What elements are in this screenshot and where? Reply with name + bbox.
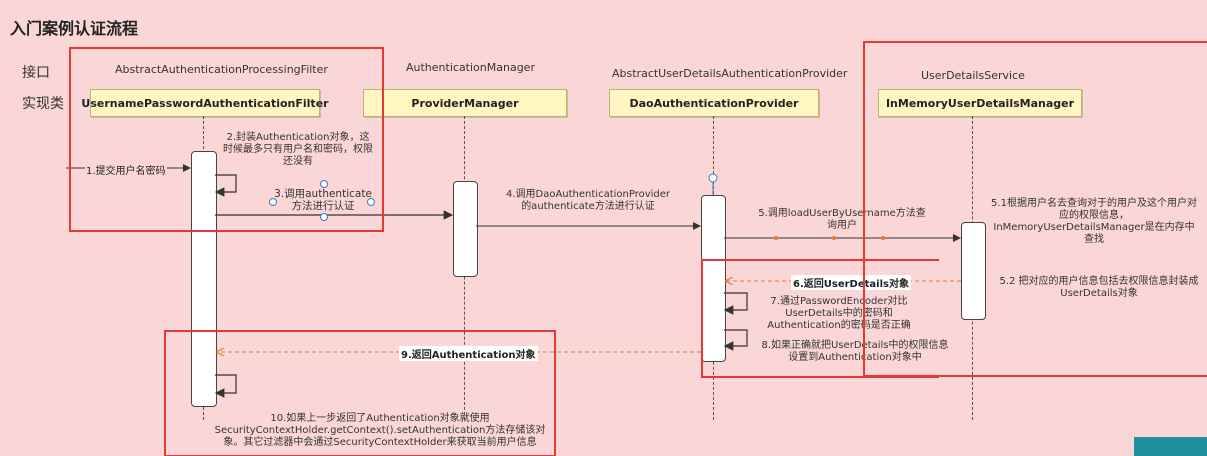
message-5-label: 5.调用loadUserByUsername方法查询用户	[758, 208, 926, 231]
message-1-label: 1.提交用户名密码	[85, 162, 167, 177]
message-4-label: 4.调用DaoAuthenticationProvider的authentica…	[505, 189, 671, 212]
activation-filter	[191, 151, 217, 407]
selection-handle[interactable]	[320, 180, 328, 188]
interface-authentication-manager: AuthenticationManager	[406, 61, 535, 74]
page-title: 入门案例认证流程	[10, 19, 139, 38]
corner-widget[interactable]	[1134, 437, 1207, 456]
selection-handle[interactable]	[269, 198, 277, 206]
selection-handle[interactable]	[367, 198, 375, 206]
message-5-1-label: 5.1根据用户名去查询对于的用户及这个用户对应的权限信息，InMemoryUse…	[991, 198, 1197, 245]
highlight-box-user-details	[863, 41, 1207, 377]
row-label-interface: 接口	[22, 65, 50, 81]
class-in-memory-user-details-manager: InMemoryUserDetailsManager	[878, 89, 1082, 117]
row-label-impl: 实现类	[22, 96, 64, 112]
activation-user-details-manager	[961, 222, 986, 320]
message-8-label: 8.如果正确就把UserDetails中的权限信息设置到Authenticati…	[761, 340, 949, 363]
interface-abstract-user-details-provider: AbstractUserDetailsAuthenticationProvide…	[612, 67, 848, 80]
message-6-label: 6.返回UserDetails对象	[791, 275, 911, 290]
selection-handle[interactable]	[320, 213, 328, 221]
activation-provider-manager	[453, 181, 478, 277]
class-dao-authentication-provider: DaoAuthenticationProvider	[609, 89, 819, 117]
highlight-box-filter	[69, 47, 384, 232]
class-username-password-filter: UsernamePasswordAuthenticationFilter	[81, 89, 329, 117]
highlight-box-return	[164, 330, 556, 456]
message-3-label: 3.调用authenticate方法进行认证	[274, 188, 372, 212]
message-7-label: 7.通过PasswordEncoder对比UserDetails中的密码和Aut…	[767, 296, 911, 331]
class-provider-manager: ProviderManager	[363, 89, 567, 117]
message-10-label: 10.如果上一步返回了Authentication对象就使用SecurityCo…	[214, 413, 546, 448]
highlight-box-dao	[701, 259, 939, 378]
message-2-label: 2.封装Authentication对象，这时候最多只有用户名和密码，权限还没有	[223, 132, 373, 167]
message-9-label: 9.返回Authentication对象	[399, 346, 538, 361]
interface-user-details-service: UserDetailsService	[921, 69, 1025, 82]
interface-abstract-auth-processing-filter: AbstractAuthenticationProcessingFilter	[115, 63, 328, 76]
message-5-2-label: 5.2 把对应的用户信息包括去权限信息封装成UserDetails对象	[999, 276, 1199, 299]
